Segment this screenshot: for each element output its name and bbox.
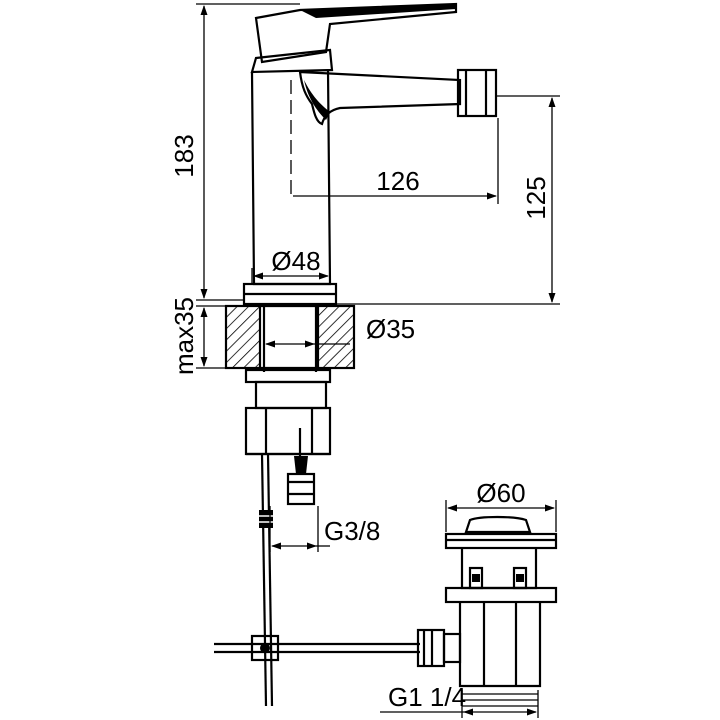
rod-clamp bbox=[250, 634, 280, 662]
dim-max-thickness: max35 bbox=[169, 297, 199, 375]
pop-up-waste bbox=[214, 515, 558, 707]
dim-spout-reach: 126 bbox=[376, 166, 419, 196]
spout bbox=[298, 70, 462, 126]
dim-waste-diameter: Ø60 bbox=[476, 478, 525, 508]
waste-nut bbox=[444, 586, 558, 604]
dim-shank-diameter: Ø35 bbox=[366, 314, 415, 344]
dim-spout-height: 125 bbox=[521, 176, 551, 219]
dimension-labels: 183 max35 126 125 Ø48 Ø35 G3/8 Ø60 G1 1/… bbox=[169, 134, 551, 712]
dim-height-total: 183 bbox=[169, 134, 199, 177]
countertop-section bbox=[224, 304, 356, 372]
fixing-assembly bbox=[244, 368, 332, 707]
supply-connector bbox=[286, 472, 316, 506]
cartridge-cap bbox=[250, 48, 334, 74]
fixing-nut bbox=[244, 406, 332, 456]
mixer-body bbox=[242, 2, 498, 306]
dim-supply-thread: G3/8 bbox=[324, 516, 380, 546]
dim-body-diameter: Ø48 bbox=[271, 246, 320, 276]
aerator bbox=[456, 68, 498, 118]
dim-waste-thread: G1 1/4 bbox=[388, 682, 466, 712]
waste-plug bbox=[464, 515, 532, 534]
dimension-lines bbox=[196, 3, 560, 718]
